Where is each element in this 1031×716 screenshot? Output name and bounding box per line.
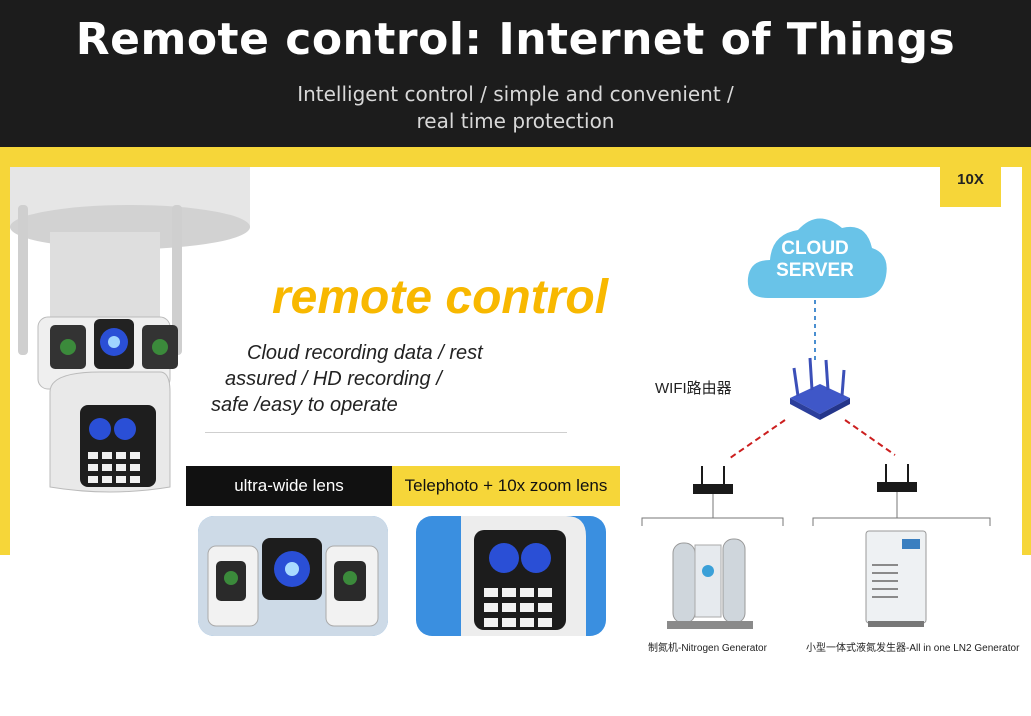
telephoto-lens-label: Telephoto + 10x zoom lens [392, 466, 620, 506]
subtitle-line-1: Intelligent control / simple and conveni… [297, 82, 734, 106]
nitrogen-generator-label: 制氮机-Nitrogen Generator [648, 643, 767, 654]
description-line-2: assured / HD recording / [225, 368, 442, 390]
cloud-label-line-1: CLOUD [781, 238, 849, 259]
network-diagram [641, 300, 991, 526]
subtitle-line-2: real time protection [416, 109, 615, 133]
page-subtitle: Intelligent control / simple and conveni… [0, 81, 1031, 135]
ultra-wide-lens-label: ultra-wide lens [186, 466, 392, 506]
cloud-label-line-2: SERVER [776, 260, 854, 281]
switch-icon-right [877, 464, 917, 492]
ultra-wide-lens-image [198, 516, 388, 636]
camera-image [10, 167, 250, 493]
ln2-generator-icon [865, 530, 927, 627]
nitrogen-generator-icon [667, 538, 753, 629]
wifi-router-label: WIFI路由器 [655, 380, 732, 397]
router-icon [790, 357, 850, 420]
cloud-server-label: CLOUD SERVER [740, 238, 890, 282]
switch-icon-left [693, 466, 733, 494]
feature-description: Cloud recording data / rest assured / HD… [205, 340, 555, 418]
description-line-3: safe /easy to operate [211, 394, 398, 416]
description-line-1: Cloud recording data / rest [247, 342, 483, 364]
remote-control-headline: remote control [272, 271, 609, 324]
cloud-icon [747, 218, 887, 298]
page-title: Remote control: Internet of Things [75, 14, 956, 65]
header-banner: Remote control: Internet of Things Intel… [0, 0, 1031, 147]
divider-line [205, 432, 567, 433]
zoom-badge: 10X [940, 157, 1001, 207]
telephoto-lens-image [416, 516, 606, 636]
ln2-generator-label: 小型一体式液氮发生器-All in one LN2 Generator [806, 643, 1020, 654]
